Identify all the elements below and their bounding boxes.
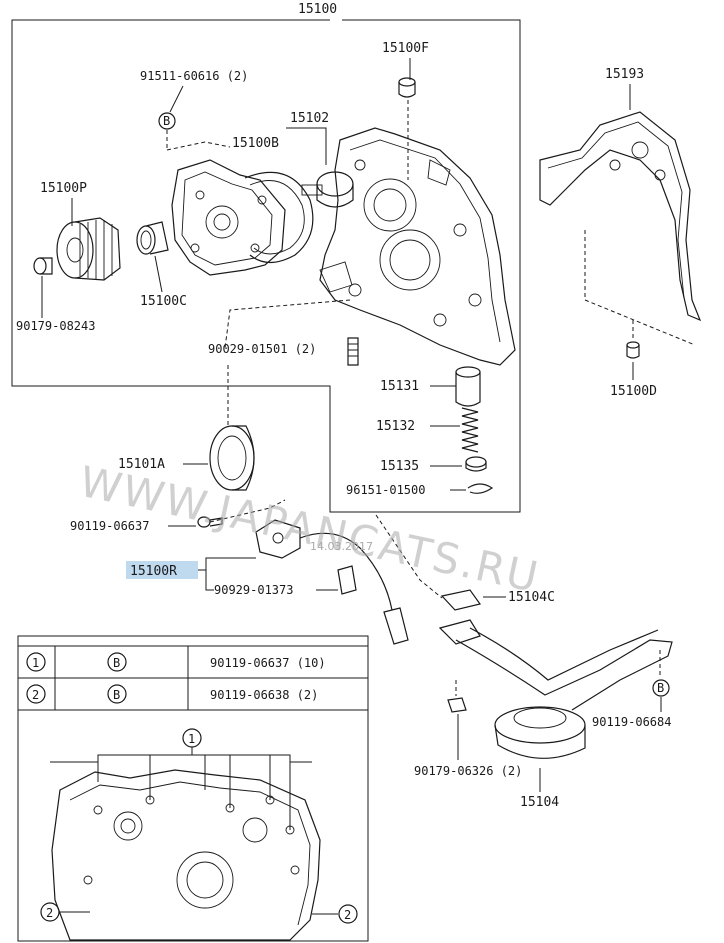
oil-pump-body — [319, 127, 516, 366]
label-90179-06326: 90179-06326 (2) — [414, 764, 522, 778]
circle-b-marker-top: B — [158, 112, 176, 130]
table-row: 1 B 90119-06637 (10) — [26, 652, 326, 672]
svg-text:B: B — [657, 681, 664, 695]
svg-text:2: 2 — [344, 908, 351, 922]
strainer-gasket-part — [440, 589, 482, 611]
label-15100B: 15100B — [232, 136, 279, 151]
plug-15100F-part — [398, 77, 416, 98]
highlight-15100R — [126, 561, 198, 579]
circle-1-marker: 1 — [182, 728, 202, 748]
gear-15100P-part — [56, 217, 121, 281]
bolt-sensor-part — [197, 516, 223, 528]
pin-15100D-part — [626, 341, 640, 359]
svg-text:1: 1 — [32, 656, 39, 670]
spring-15132-part — [461, 407, 479, 453]
label-bolt-top: 91511-60616 (2) — [140, 69, 248, 83]
snap-ring-part — [467, 483, 494, 494]
svg-text:B: B — [163, 114, 170, 128]
label-15104: 15104 — [520, 795, 559, 810]
label-90119-06637: 90119-06637 — [70, 519, 149, 533]
circle-2-marker-left: 2 — [40, 902, 60, 922]
watermark-stamp: 14.03.2017 — [310, 540, 373, 553]
label-15102: 15102 — [290, 111, 329, 126]
strainer-nut-part — [447, 697, 467, 713]
label-90029-01501: 90029-01501 (2) — [208, 342, 316, 356]
label-15132: 15132 — [376, 419, 415, 434]
drive-rotor-15102-part — [301, 171, 354, 208]
table-row: 2 B 90119-06638 (2) — [26, 684, 318, 704]
pin-pair-part — [347, 337, 359, 366]
retainer-15135-part — [465, 456, 487, 472]
oil-seal-15101A-part — [209, 425, 255, 491]
svg-text:1: 1 — [188, 732, 195, 746]
strainer-15104-part — [438, 619, 673, 759]
svg-text:90119-06637 (10): 90119-06637 (10) — [210, 656, 326, 670]
label-15131: 15131 — [380, 379, 419, 394]
bolt-table: 1 B 90119-06637 (10) 2 B 90119-06638 (2) — [17, 645, 369, 711]
label-15104C: 15104C — [508, 590, 555, 605]
bushing-15100C-part — [136, 221, 169, 255]
label-15193: 15193 — [605, 67, 644, 82]
label-90179-08243: 90179-08243 — [16, 319, 95, 333]
circle-2-marker-right: 2 — [338, 904, 358, 924]
label-15100C: 15100C — [140, 294, 187, 309]
svg-text:90119-06638 (2): 90119-06638 (2) — [210, 688, 318, 702]
label-15100R: 15100R — [130, 564, 177, 579]
label-15100P: 15100P — [40, 181, 87, 196]
label-15100D: 15100D — [610, 384, 657, 399]
pump-body-plate — [171, 159, 286, 276]
label-90119-06684: 90119-06684 — [592, 715, 671, 729]
circle-b-marker-strainer: B — [652, 679, 670, 697]
label-90929-01373: 90929-01373 — [214, 583, 293, 597]
valve-15131-part — [455, 366, 481, 407]
seal-ring-15100B — [244, 171, 314, 264]
svg-text:B: B — [113, 656, 120, 670]
bolt-location-detail: 1 2 2 — [17, 635, 369, 942]
sensor-part — [255, 519, 409, 645]
svg-text:2: 2 — [32, 688, 39, 702]
gasket-15193-part — [539, 111, 702, 322]
svg-text:B: B — [113, 688, 120, 702]
svg-text:2: 2 — [46, 906, 53, 920]
label-15135: 15135 — [380, 459, 419, 474]
label-assembly: 15100 — [298, 2, 337, 17]
label-15100F: 15100F — [382, 41, 429, 56]
assembly-frame — [11, 19, 521, 513]
label-96151-01500: 96151-01500 — [346, 483, 425, 497]
label-15101A: 15101A — [118, 457, 165, 472]
plug-gear-part — [33, 257, 53, 275]
